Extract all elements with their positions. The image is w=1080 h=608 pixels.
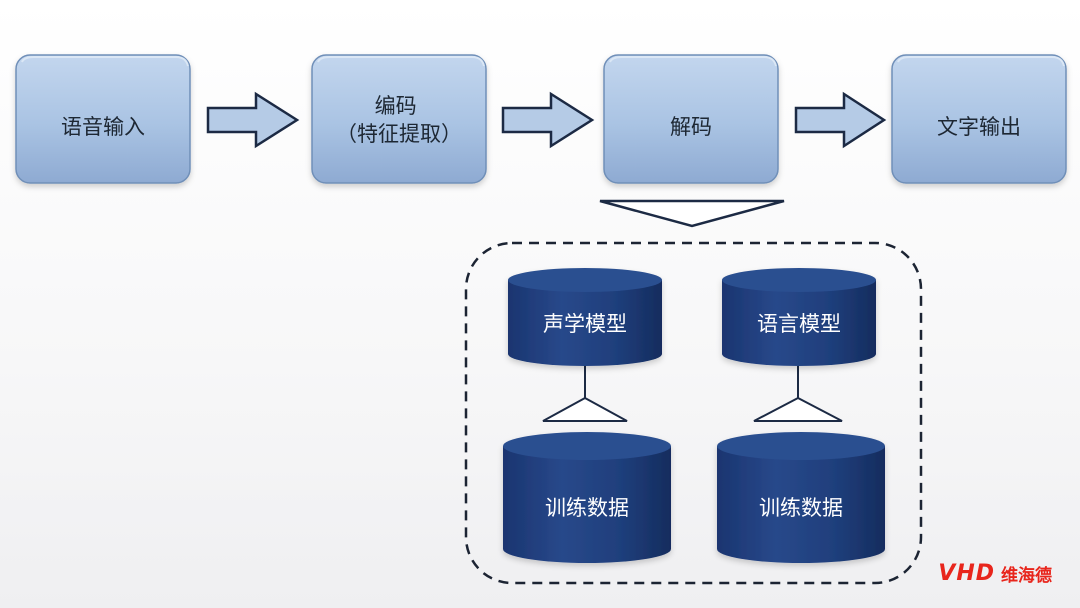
step-line: （特征提取） — [336, 122, 462, 146]
step-box-speech-input — [15, 54, 191, 184]
model-label-acoustic: 声学模型 — [543, 312, 627, 336]
step-label-encoding: 编码 （特征提取） — [336, 94, 462, 146]
step-box-text-output — [891, 54, 1067, 184]
brand-watermark: VHD 维海德 — [938, 561, 1052, 586]
watermark-logo-chinese: 维海德 — [1001, 566, 1052, 586]
step-label-text-output: 文字输出 — [937, 115, 1021, 139]
step-label-speech-input: 语音输入 — [61, 115, 145, 139]
connector-acoustic — [542, 366, 628, 422]
database-cylinder-acoustic-model — [508, 268, 662, 366]
connector-language — [753, 366, 843, 422]
arrow-right-icon — [501, 91, 595, 149]
database-cylinder-training-data-acoustic — [503, 432, 671, 563]
database-cylinder-language-model — [722, 268, 876, 366]
step-box-decoding — [603, 54, 779, 184]
step-line: 编码 — [375, 94, 417, 118]
step-box-encoding — [311, 54, 487, 184]
watermark-logo-latin: VHD — [938, 561, 995, 586]
arrow-right-icon — [794, 91, 887, 149]
training-data-label-acoustic: 训练数据 — [545, 496, 629, 520]
database-cylinder-training-data-language — [717, 432, 885, 563]
triangle-down-icon — [599, 199, 785, 228]
model-label-language: 语言模型 — [757, 312, 841, 336]
step-line: 语音输入 — [61, 115, 145, 139]
arrow-right-icon — [206, 91, 300, 149]
step-line: 解码 — [670, 115, 712, 139]
step-line: 文字输出 — [937, 115, 1021, 139]
training-data-label-language: 训练数据 — [759, 496, 843, 520]
decoder-model-group — [464, 241, 923, 585]
step-label-decoding: 解码 — [670, 115, 712, 139]
